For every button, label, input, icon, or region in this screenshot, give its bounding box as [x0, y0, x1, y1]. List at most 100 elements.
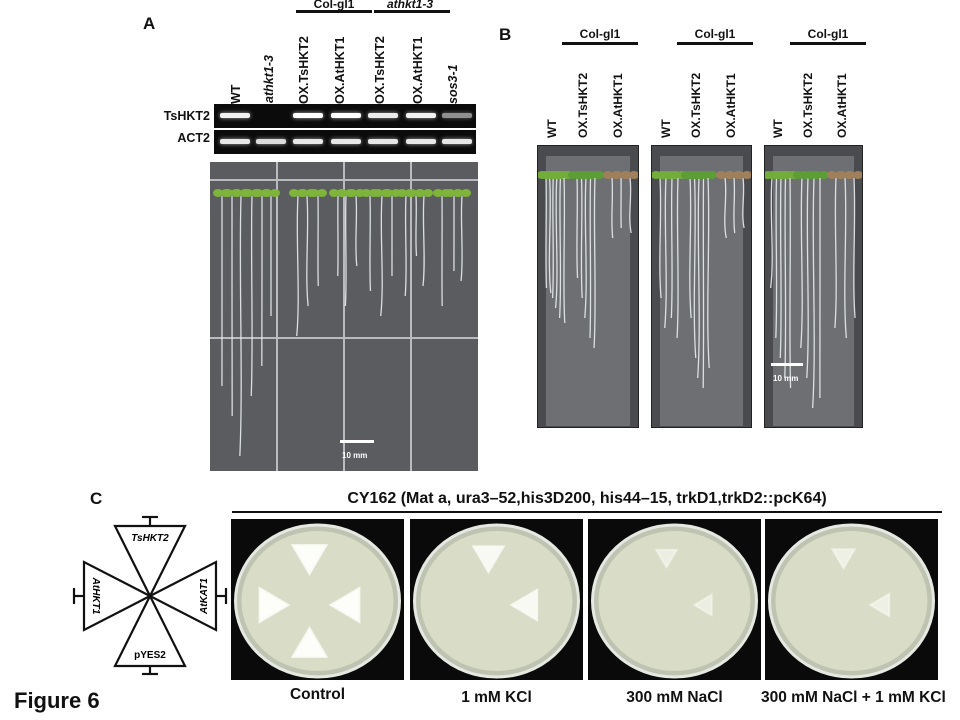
- yeast-colony: [509, 588, 539, 622]
- gel-band-act2: [293, 139, 323, 144]
- gel-band-act2: [331, 139, 361, 144]
- panel-b-lane-label: OX.TsHKT2: [689, 72, 703, 138]
- gel-label-act2: ACT2: [177, 131, 210, 145]
- seedling-root: [629, 177, 632, 234]
- seedling-cotyledon: [317, 189, 327, 197]
- yeast-colony: [290, 544, 329, 576]
- strain-title-rule: [232, 511, 942, 513]
- panel-b-group-bar: [790, 42, 866, 45]
- seedling-cotyledon: [461, 189, 471, 197]
- seedling-cotyledon: [361, 189, 371, 197]
- yeast-colony: [328, 586, 361, 624]
- panel-b-seedling-image: [538, 156, 638, 426]
- panel-a-lane-label: OX.AtHKT1: [411, 36, 425, 104]
- seedling-root: [460, 195, 463, 282]
- panel-b-seedling-plate: [537, 145, 639, 428]
- seedling-root: [554, 177, 558, 309]
- strain-title: CY162 (Mat a, ura3–52,his3D200, his44–15…: [347, 490, 827, 507]
- seedling-root: [659, 177, 662, 299]
- yeast-colony: [830, 548, 857, 571]
- panel-a-group-col-gl1: Col-gl1: [313, 0, 355, 11]
- yeast-plate-image: [768, 523, 935, 679]
- panel-b-scale-label: 10 mm: [773, 374, 799, 383]
- seedling-root: [853, 177, 856, 319]
- seedling-root: [834, 177, 837, 329]
- seedling-root: [380, 195, 383, 317]
- seedling-cotyledon: [621, 171, 631, 179]
- seedling-root: [844, 177, 847, 339]
- seedling-root: [576, 177, 579, 279]
- gel-band-act2: [406, 139, 436, 144]
- panel-b-group-bar: [677, 42, 753, 45]
- seedling-root: [355, 195, 358, 267]
- panel-c-letter: C: [90, 489, 103, 508]
- seedling-root: [306, 195, 309, 307]
- yeast-plate: [588, 519, 761, 680]
- seedling-root: [693, 177, 697, 359]
- yeast-plate: [231, 519, 404, 680]
- panel-b-group-bar: [562, 42, 638, 45]
- seedling-cotyledon: [423, 189, 433, 197]
- seedling-root: [742, 177, 745, 229]
- seedling-root: [415, 195, 418, 257]
- yeast-colony: [258, 586, 291, 624]
- seedling-cotyledon: [289, 189, 299, 197]
- seedling-cotyledon: [445, 189, 455, 197]
- figure-label: Figure 6: [14, 688, 100, 713]
- seedling-root: [707, 177, 710, 369]
- panel-a-lane-label: OX.AtHKT1: [333, 36, 347, 104]
- seedling-cotyledon: [707, 171, 717, 179]
- seedling-cotyledon: [270, 189, 280, 197]
- panel-b-group-label: Col-gl1: [694, 27, 736, 41]
- seedling-cotyledon: [347, 189, 357, 197]
- seedling-cotyledon: [555, 171, 565, 179]
- gel-band-tshkt2: [406, 113, 436, 118]
- seedling-root: [800, 177, 803, 349]
- yeast-colony: [290, 626, 329, 658]
- gel-band-tshkt2: [220, 113, 250, 118]
- panel-b-lane-label: WT: [545, 119, 559, 138]
- yeast-colony: [692, 593, 713, 617]
- panel-b-seedling-plate: [651, 145, 752, 428]
- plate-inner: [660, 156, 743, 426]
- plate-inner: [546, 156, 630, 426]
- panel-b-seedling-image: [765, 156, 862, 426]
- diagram-label-pyes2: pYES2: [134, 650, 166, 661]
- gel-band-tshkt2: [442, 113, 472, 118]
- seedling-root: [670, 177, 673, 319]
- seedling-cotyledon: [781, 171, 791, 179]
- gel-band-tshkt2: [293, 113, 323, 118]
- panel-b-group-label: Col-gl1: [579, 27, 621, 41]
- seedling-root: [779, 177, 782, 359]
- seedling-root: [545, 177, 548, 289]
- panel-a-lane-label: sos3-1: [446, 64, 460, 104]
- seedling-root: [676, 177, 679, 339]
- gel-band-act2: [368, 139, 398, 144]
- seedling-root: [611, 177, 614, 239]
- seedling-root: [369, 195, 372, 292]
- seedling-cotyledon: [853, 171, 862, 179]
- panel-b-letter: B: [499, 25, 512, 44]
- seedling-root: [548, 177, 552, 294]
- yeast-plate-image: [234, 523, 401, 679]
- diagram-label-athkt1: AtHKT1: [90, 577, 101, 615]
- seedling-root: [724, 177, 727, 239]
- seedling-cotyledon: [725, 171, 735, 179]
- seedling-root: [558, 177, 562, 319]
- seedling-cotyledon: [716, 171, 726, 179]
- seedling-root: [689, 177, 692, 319]
- gel-band-tshkt2: [331, 113, 361, 118]
- seedling-cotyledon: [397, 189, 407, 197]
- seedling-root: [296, 195, 299, 337]
- seedling-cotyledon: [811, 171, 821, 179]
- panel-b-lane-label: OX.AtHKT1: [835, 73, 849, 138]
- diagram-label-tshkt2: TsHKT2: [131, 533, 169, 544]
- yeast-colony: [471, 545, 506, 575]
- seedling-root: [580, 177, 583, 299]
- panel-b-scale-bar: [771, 363, 803, 366]
- panel-b-seedling-image: [652, 156, 751, 426]
- seedling-cotyledon: [415, 189, 425, 197]
- panel-a-group-athkt1-3: athkt1-3: [386, 0, 433, 11]
- plate-caption: Control: [289, 686, 346, 703]
- panel-a-lane-label: WT: [229, 84, 243, 104]
